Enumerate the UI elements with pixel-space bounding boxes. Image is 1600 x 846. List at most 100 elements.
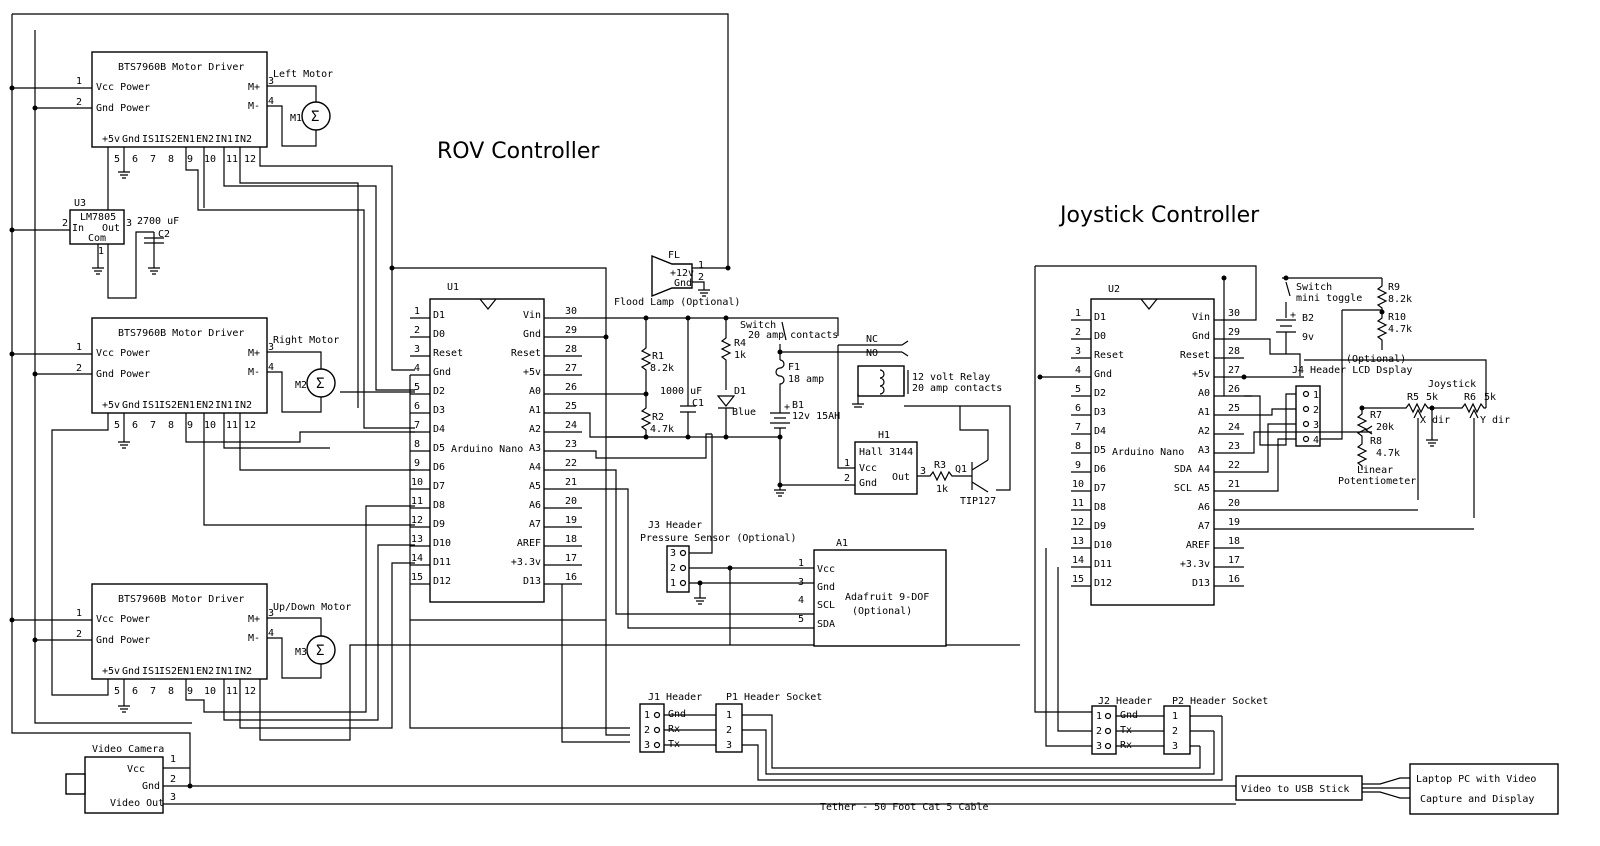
mplus-label: M+ xyxy=(248,82,260,93)
svg-text:1: 1 xyxy=(698,260,704,271)
svg-text:Gnd: Gnd xyxy=(122,400,140,411)
svg-text:10: 10 xyxy=(204,420,216,431)
svg-text:A1: A1 xyxy=(529,405,541,416)
svg-text:12: 12 xyxy=(244,686,256,697)
transistor-q1: Q1 TIP127 xyxy=(955,406,996,507)
svg-text:mini toggle: mini toggle xyxy=(1296,293,1362,304)
svg-text:25: 25 xyxy=(565,401,577,412)
svg-text:3: 3 xyxy=(1172,741,1178,752)
svg-text:12: 12 xyxy=(1072,517,1084,528)
video-camera: Video Camera Vcc Gnd Video Out 1 2 3 xyxy=(65,744,176,814)
svg-text:B2: B2 xyxy=(1302,313,1314,324)
svg-text:R3: R3 xyxy=(934,460,946,471)
gnd-power-label: Gnd Power xyxy=(96,103,150,114)
svg-text:Gnd: Gnd xyxy=(142,781,160,792)
resistor-r10: R10 4.7k xyxy=(1376,312,1412,350)
svg-text:1: 1 xyxy=(670,578,676,589)
svg-text:1: 1 xyxy=(170,754,176,765)
svg-text:1: 1 xyxy=(76,342,82,353)
svg-text:3: 3 xyxy=(414,344,420,355)
svg-text:U3: U3 xyxy=(74,198,86,209)
svg-text:+5v: +5v xyxy=(102,134,120,145)
svg-text:C1: C1 xyxy=(692,398,704,409)
svg-text:IS1: IS1 xyxy=(142,400,160,411)
svg-text:2: 2 xyxy=(844,473,850,484)
svg-text:In: In xyxy=(72,223,84,234)
svg-text:Video Camera: Video Camera xyxy=(92,744,164,755)
vcc-power-label: Vcc Power xyxy=(96,82,150,93)
svg-text:A7: A7 xyxy=(529,519,541,530)
svg-text:9v: 9v xyxy=(1302,332,1314,343)
svg-text:D7: D7 xyxy=(1094,483,1106,494)
svg-text:12: 12 xyxy=(244,154,256,165)
svg-text:A3: A3 xyxy=(1198,445,1210,456)
svg-text:+3.3v: +3.3v xyxy=(511,557,541,568)
svg-text:12: 12 xyxy=(411,515,423,526)
svg-text:18: 18 xyxy=(565,534,577,545)
svg-text:Vcc: Vcc xyxy=(859,463,877,474)
svg-text:13: 13 xyxy=(411,534,423,545)
resistor-r8: R8 4.7k xyxy=(1356,436,1400,470)
svg-text:Gnd: Gnd xyxy=(817,582,835,593)
svg-text:IN1: IN1 xyxy=(215,666,233,677)
svg-text:D0: D0 xyxy=(1094,331,1106,342)
svg-text:D11: D11 xyxy=(1094,559,1112,570)
junction-dots xyxy=(9,85,1435,789)
svg-text:M+: M+ xyxy=(248,614,260,625)
svg-text:4: 4 xyxy=(268,96,274,107)
svg-text:D9: D9 xyxy=(1094,521,1106,532)
hall-sensor-h1: H1 Hall 3144 Vcc Gnd Out 1 2 3 xyxy=(844,430,926,495)
header-j1: J1 Header 1 2 3 Gnd Rx Tx xyxy=(639,692,702,753)
svg-text:3: 3 xyxy=(268,608,274,619)
svg-text:2: 2 xyxy=(1075,327,1081,338)
svg-text:Switch: Switch xyxy=(740,320,776,331)
svg-text:Σ: Σ xyxy=(311,109,319,125)
svg-text:2: 2 xyxy=(1172,726,1178,737)
svg-text:9: 9 xyxy=(1075,460,1081,471)
svg-text:2: 2 xyxy=(414,325,420,336)
svg-text:D10: D10 xyxy=(433,538,451,549)
svg-text:D2: D2 xyxy=(433,386,445,397)
svg-text:IN2: IN2 xyxy=(234,666,252,677)
svg-text:+5v: +5v xyxy=(523,367,541,378)
svg-text:Reset: Reset xyxy=(511,348,541,359)
svg-text:9: 9 xyxy=(187,686,193,697)
motor-ref-m2: M2 xyxy=(295,380,307,391)
svg-text:Video to USB Stick: Video to USB Stick xyxy=(1241,784,1349,795)
svg-text:24: 24 xyxy=(1228,422,1240,433)
svg-text:8: 8 xyxy=(1075,441,1081,452)
svg-text:(Optional): (Optional) xyxy=(852,606,912,617)
svg-text:C2: C2 xyxy=(158,229,170,240)
svg-text:12: 12 xyxy=(244,420,256,431)
svg-text:3: 3 xyxy=(1096,741,1102,752)
svg-text:10: 10 xyxy=(204,686,216,697)
svg-text:9: 9 xyxy=(414,458,420,469)
svg-text:6: 6 xyxy=(414,401,420,412)
svg-text:1: 1 xyxy=(726,710,732,721)
battery-b2: + B2 9v xyxy=(1276,310,1314,354)
svg-text:R9: R9 xyxy=(1388,282,1400,293)
svg-text:4: 4 xyxy=(414,363,420,374)
svg-text:11: 11 xyxy=(226,420,238,431)
motor-label-right: Right Motor xyxy=(273,335,339,346)
svg-text:3: 3 xyxy=(170,792,176,803)
svg-text:Vin: Vin xyxy=(523,310,541,321)
svg-text:D6: D6 xyxy=(1094,464,1106,475)
svg-text:14: 14 xyxy=(411,553,423,564)
svg-text:Capture and Display: Capture and Display xyxy=(1420,794,1534,805)
svg-text:SDA A4: SDA A4 xyxy=(1174,464,1210,475)
svg-text:U1: U1 xyxy=(447,282,459,293)
svg-text:11: 11 xyxy=(226,686,238,697)
svg-text:D5: D5 xyxy=(433,443,445,454)
svg-text:5k: 5k xyxy=(1426,392,1438,403)
svg-text:1: 1 xyxy=(76,608,82,619)
svg-text:14: 14 xyxy=(1072,555,1084,566)
svg-text:D13: D13 xyxy=(523,576,541,587)
svg-text:A0: A0 xyxy=(1198,388,1210,399)
svg-text:29: 29 xyxy=(1228,327,1240,338)
svg-text:Y dir: Y dir xyxy=(1480,415,1510,426)
svg-text:Vcc Power: Vcc Power xyxy=(96,614,150,625)
svg-text:Arduino Nano: Arduino Nano xyxy=(1112,447,1184,458)
svg-text:2: 2 xyxy=(76,97,82,108)
svg-text:Vin: Vin xyxy=(1192,312,1210,323)
